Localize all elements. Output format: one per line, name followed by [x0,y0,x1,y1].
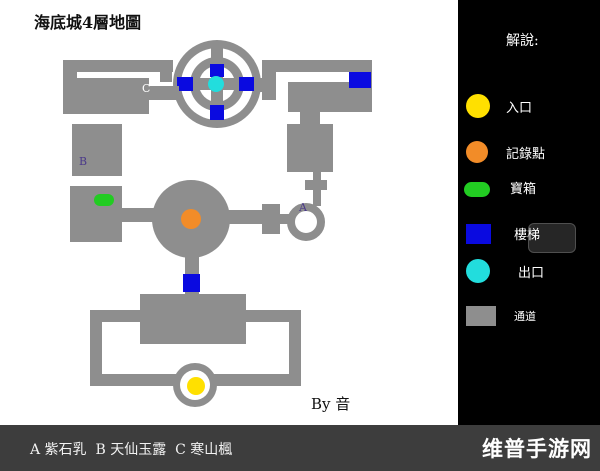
chest-marker [94,194,114,206]
save-point-marker [181,209,201,229]
legend-label-exit: 出口 [518,266,545,281]
dungeon-map: C B A [63,40,372,407]
save-point-swatch-icon [466,141,488,163]
bottom-notes-bar: A 紫石乳 B 天仙玉露 C 寒山楓 维普手游网 [0,425,600,471]
legend-label-chest: 寶箱 [510,182,537,197]
site-logo-badge [528,223,576,253]
legend-item-save-point: 記錄點 [458,138,600,168]
marker-b: B [79,155,87,168]
stairs-marker-bottom [210,105,224,120]
stairs-swatch-icon [466,224,491,244]
entrance-marker [187,377,205,395]
entrance-swatch-icon [466,94,490,118]
left-upper-rooms [63,60,179,176]
map-area: 海底城4層地圖 C B [34,13,372,413]
item-notes: A 紫石乳 B 天仙玉露 C 寒山楓 [30,442,233,458]
legend-item-exit: 出口 [458,256,600,286]
exit-marker [208,76,224,92]
map-title: 海底城4層地圖 [34,13,142,32]
legend-panel: 解說: 入口 記錄點 寶箱 樓梯 出口 通道 [458,0,600,425]
legend-title: 解說: [506,33,539,49]
exit-swatch-icon [466,259,490,283]
stairs-marker-right-room [349,72,371,88]
stairs-marker-right [239,77,254,91]
legend-label-entrance: 入口 [506,101,533,116]
chest-swatch-icon [464,182,490,197]
passage-swatch-icon [466,306,496,326]
legend-label-stairs: 樓梯 [514,228,541,243]
map-credit: By 音 [311,395,351,413]
legend-item-entrance: 入口 [458,92,600,122]
legend-label-save-point: 記錄點 [506,147,546,162]
legend-item-chest: 寶箱 [458,175,600,205]
marker-c: C [142,82,150,95]
legend-item-stairs: 樓梯 [458,222,600,252]
stairs-marker-top [210,64,224,77]
legend-label-passage: 通道 [514,310,536,323]
stairs-marker-center [183,274,200,292]
marker-a: A [298,201,308,214]
legend-item-passage: 通道 [458,304,600,334]
watermark-text: 维普手游网 [482,437,592,461]
stairs-marker-left [177,77,193,91]
